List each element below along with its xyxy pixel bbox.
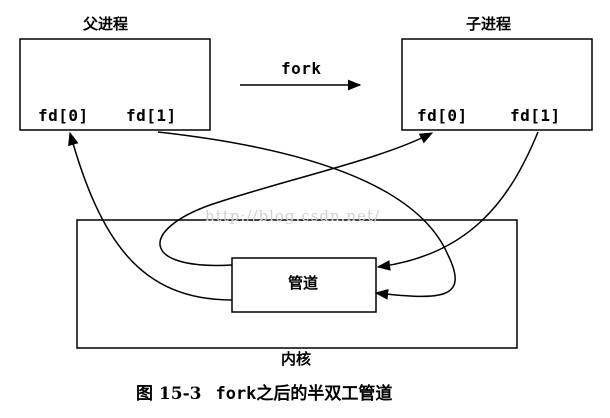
parent-process-title: 父进程 — [83, 15, 129, 33]
figure-caption-text: 之后的半双工管道 — [256, 384, 393, 404]
parent-fd1-label: fd[1] — [126, 106, 177, 125]
pipe-to-parent-fd0-line — [68, 131, 233, 301]
child-process-title: 子进程 — [466, 15, 512, 33]
kernel-box — [76, 219, 518, 349]
parent-fd1-to-pipe-line — [157, 131, 456, 300]
pipe-to-child-fd0-line — [159, 132, 434, 267]
fork-label: fork — [281, 59, 322, 78]
watermark-text: http://blog.csdn.net/ — [205, 207, 381, 225]
figure-caption-code: fork — [215, 384, 257, 404]
child-process-box — [401, 38, 593, 131]
kernel-label: 内核 — [281, 350, 312, 368]
parent-fd0-label: fd[0] — [38, 106, 89, 125]
child-fd0-label: fd[0] — [417, 106, 468, 125]
figure-caption: 图 15-3 fork之后的半双工管道 — [136, 386, 392, 403]
pipe-label: 管道 — [288, 274, 319, 292]
pipe-box — [231, 257, 377, 313]
child-fd1-label: fd[1] — [510, 106, 561, 125]
child-fd1-to-pipe-line — [376, 131, 539, 271]
parent-process-box — [19, 38, 211, 131]
figure-number: 图 15-3 — [136, 384, 202, 404]
